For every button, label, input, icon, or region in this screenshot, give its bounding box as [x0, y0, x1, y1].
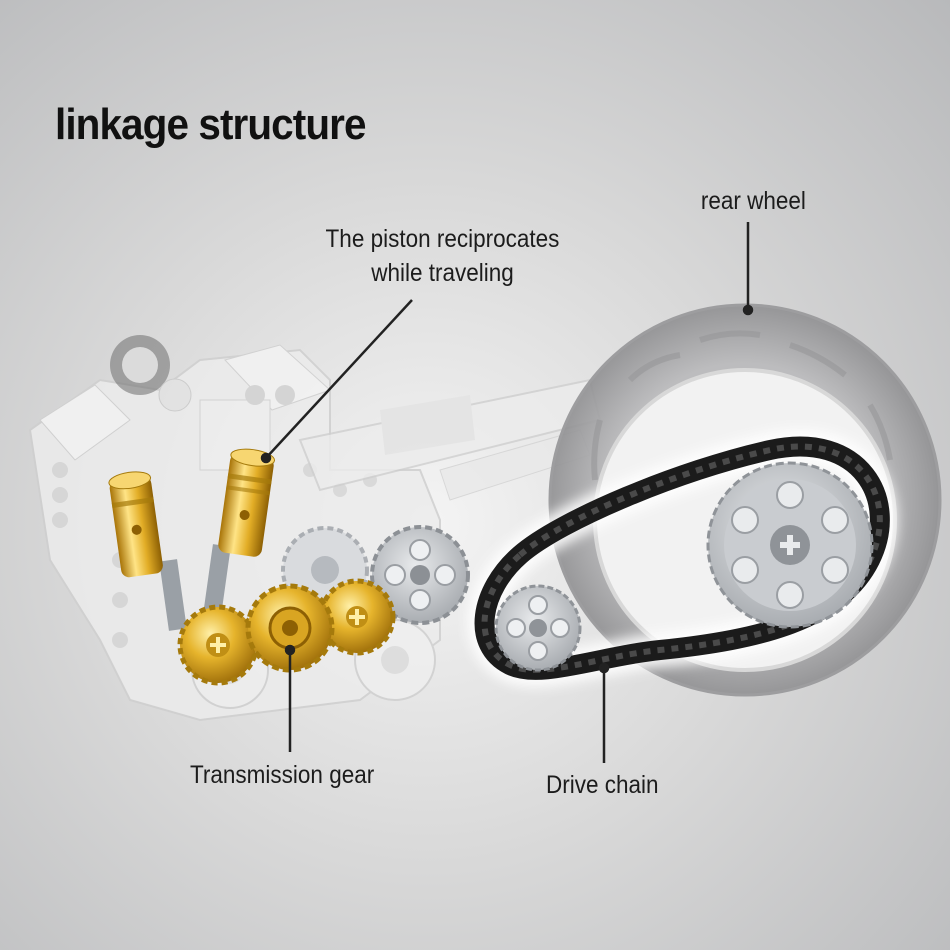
- piston-label: The piston reciprocates while traveling: [314, 222, 571, 290]
- drive-chain-leader-dot: [598, 662, 610, 674]
- rear-wheel-label: rear wheel: [700, 187, 806, 215]
- piston-label-line1: The piston reciprocates: [325, 225, 560, 253]
- piston-leader-line: [265, 299, 413, 459]
- drive-chain-label: Drive chain: [546, 771, 659, 799]
- rear-sprocket: [706, 461, 874, 629]
- rear-wheel-leader-dot: [742, 304, 754, 316]
- leader-lines: [260, 222, 754, 763]
- page-title: linkage structure: [55, 100, 366, 149]
- piston-label-line2: while traveling: [371, 259, 514, 287]
- piston-leader-dot: [260, 452, 272, 464]
- frame-tube: [298, 378, 602, 501]
- front-sprocket: [494, 584, 582, 672]
- transmission-gears: [177, 578, 396, 686]
- transmission-leader-dot: [284, 644, 296, 656]
- transmission-gear-label: Transmission gear: [190, 761, 375, 789]
